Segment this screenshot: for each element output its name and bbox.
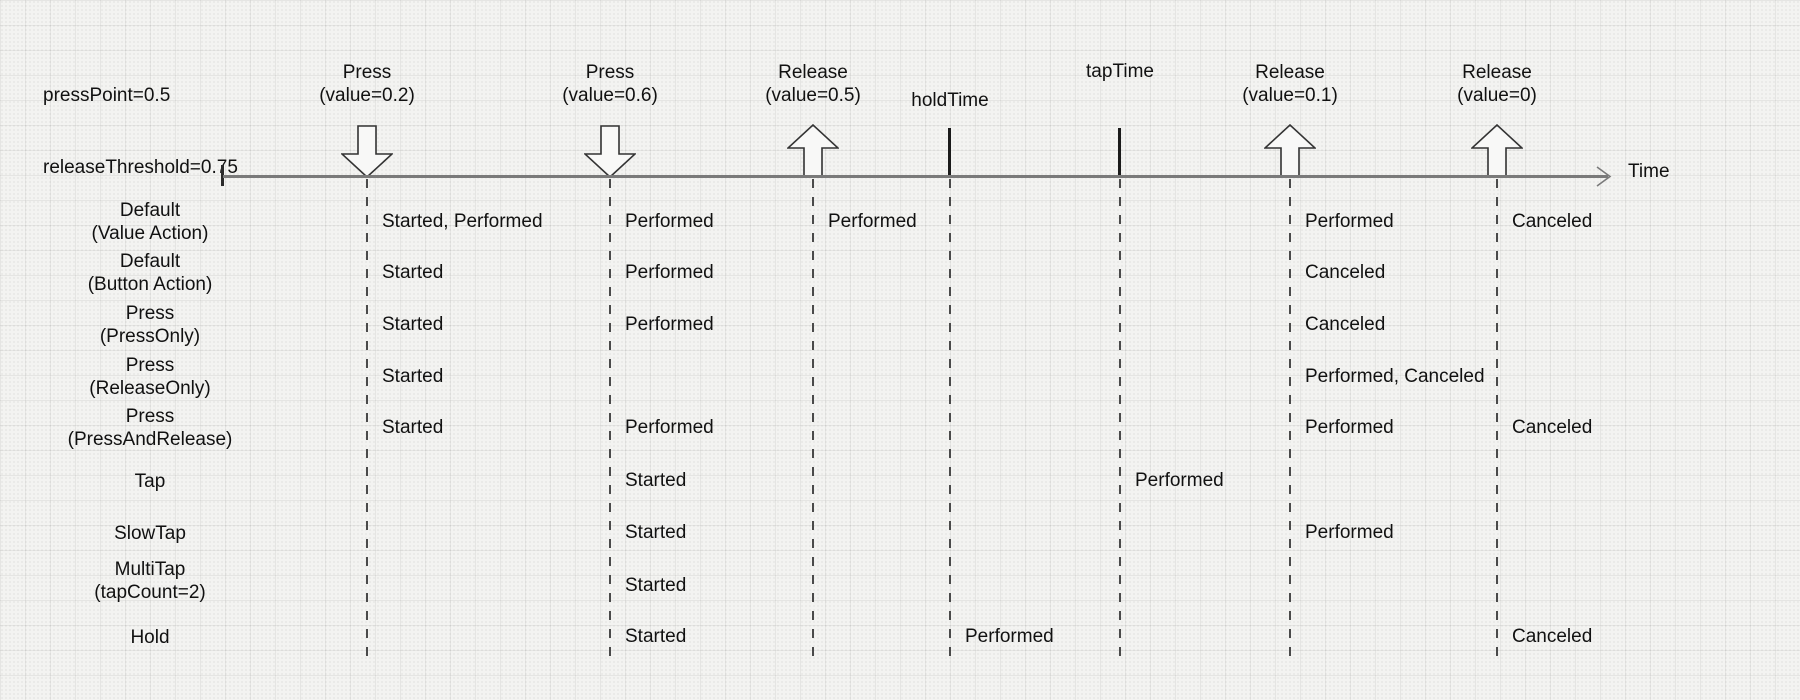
- event-text: Performed: [965, 626, 1054, 647]
- row-label-hold: Hold: [130, 627, 170, 648]
- hold-time-tick: [948, 128, 951, 177]
- event-text: Canceled: [1512, 211, 1593, 232]
- row-label-slowtap: SlowTap: [114, 523, 186, 544]
- event-text: Canceled: [1512, 626, 1593, 647]
- dashed-guideline: [1119, 179, 1121, 663]
- marker-label-release-0-5: Release (value=0.5): [765, 62, 861, 106]
- row-label-default-value-action: Default (Value Action): [91, 200, 209, 244]
- event-text: Canceled: [1305, 314, 1386, 335]
- down-arrow-icon: [341, 125, 393, 178]
- event-text: Started: [382, 262, 444, 283]
- event-text: Canceled: [1512, 417, 1593, 438]
- event-text: Performed: [625, 211, 714, 232]
- event-text: Started: [625, 626, 687, 647]
- event-text: Started: [382, 366, 444, 387]
- event-text: Performed: [1305, 211, 1394, 232]
- marker-label-release-0-1: Release (value=0.1): [1242, 62, 1338, 106]
- row-label-default-button-action: Default (Button Action): [87, 251, 213, 295]
- event-text: Performed: [625, 314, 714, 335]
- down-arrow-icon: [584, 125, 636, 178]
- dashed-guideline: [609, 179, 611, 663]
- release-threshold-value: releaseThreshold=0.75: [43, 157, 238, 178]
- marker-label-press-0-6: Press (value=0.6): [562, 62, 658, 106]
- row-label-multitap: MultiTap (tapCount=2): [94, 559, 206, 603]
- marker-label-hold-time: holdTime: [911, 90, 989, 111]
- up-arrow-icon: [787, 124, 839, 177]
- event-text: Started: [625, 470, 687, 491]
- event-text: Performed: [1305, 522, 1394, 543]
- press-point-value: pressPoint=0.5: [43, 85, 171, 106]
- row-label-tap: Tap: [134, 471, 166, 492]
- dashed-guideline: [366, 179, 368, 663]
- event-text: Canceled: [1305, 262, 1386, 283]
- up-arrow-icon: [1264, 124, 1316, 177]
- dashed-guideline: [1496, 179, 1498, 663]
- event-text: Performed, Canceled: [1305, 366, 1485, 387]
- marker-label-release-0: Release (value=0): [1457, 62, 1537, 106]
- event-text: Started: [382, 417, 444, 438]
- event-text: Performed: [828, 211, 917, 232]
- event-text: Performed: [1305, 417, 1394, 438]
- marker-label-press-0-2: Press (value=0.2): [319, 62, 415, 106]
- dashed-guideline: [812, 179, 814, 663]
- event-text: Started: [382, 314, 444, 335]
- row-label-press-releaseonly: Press (ReleaseOnly): [89, 355, 211, 399]
- row-label-press-pressandrelease: Press (PressAndRelease): [67, 406, 233, 450]
- event-text: Started: [625, 522, 687, 543]
- time-axis-label: Time: [1628, 161, 1670, 182]
- parameters-label: pressPoint=0.5 releaseThreshold=0.75: [43, 36, 238, 228]
- event-text: Performed: [1135, 470, 1224, 491]
- axis-arrowhead-icon: [1596, 166, 1612, 187]
- event-text: Performed: [625, 262, 714, 283]
- event-text: Started, Performed: [382, 211, 543, 232]
- event-text: Performed: [625, 417, 714, 438]
- marker-label-tap-time: tapTime: [1086, 61, 1154, 82]
- dashed-guideline: [949, 179, 951, 663]
- event-text: Started: [625, 575, 687, 596]
- dashed-guideline: [1289, 179, 1291, 663]
- tap-time-tick: [1118, 128, 1121, 177]
- up-arrow-icon: [1471, 124, 1523, 177]
- axis-start-tick: [221, 165, 224, 186]
- row-label-press-pressonly: Press (PressOnly): [99, 303, 201, 347]
- time-axis: [223, 175, 1608, 178]
